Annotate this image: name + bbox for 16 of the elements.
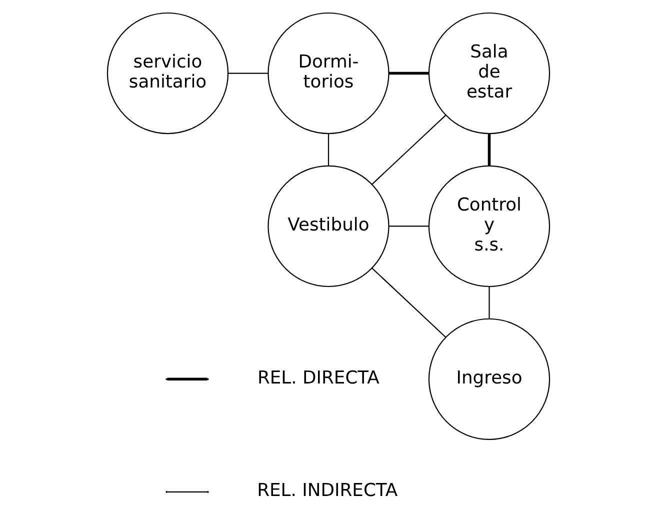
legend-label: REL. DIRECTA <box>257 367 380 388</box>
node-circle: Sala de estar <box>428 12 550 134</box>
connector <box>328 134 330 166</box>
node-circle: Dormi- torios <box>268 12 390 134</box>
connector <box>372 114 446 185</box>
connector <box>488 134 491 166</box>
node-circle: Control y s.s. <box>428 165 550 288</box>
connector <box>228 72 268 74</box>
node-circle: Vestibulo <box>268 165 390 288</box>
connector <box>388 72 429 75</box>
node-circle: Ingreso <box>428 318 550 440</box>
connector <box>388 226 429 227</box>
connector <box>372 268 446 338</box>
node-circle: servicio sanitario <box>106 12 229 134</box>
connector <box>488 286 490 318</box>
legend-label: REL. INDIRECTA <box>257 480 398 502</box>
